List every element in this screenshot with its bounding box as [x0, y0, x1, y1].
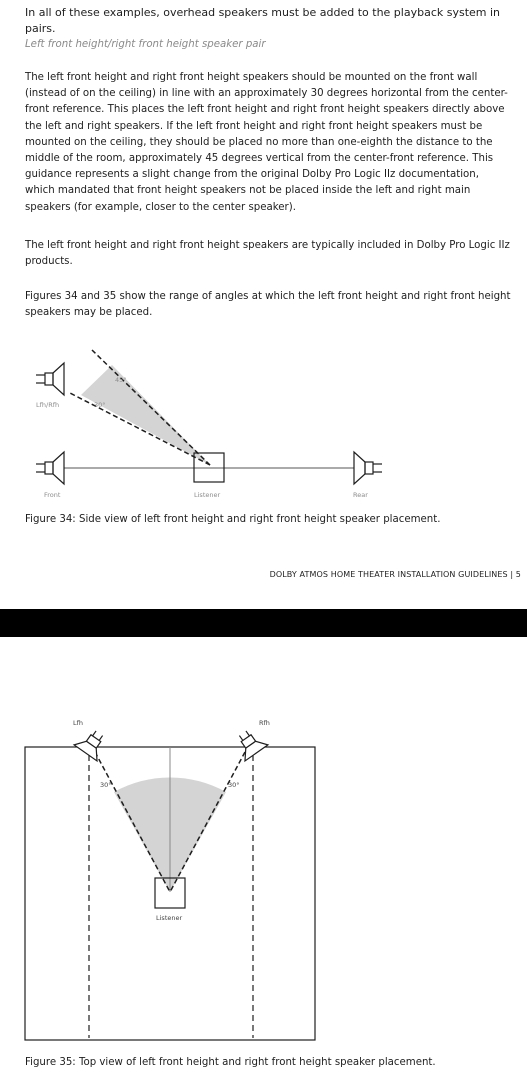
ray-45	[91, 349, 211, 466]
figure-35-diagram: Lfh Rfh 30° 30° Listener	[24, 719, 316, 1041]
page-separator-band	[0, 609, 527, 637]
listener-box	[154, 877, 186, 909]
label-listener: Listener	[156, 914, 182, 922]
figure-34-diagram: 45° 30° Lfh/Rfh Front Listener Rear	[36, 349, 382, 499]
paragraph-products: The left front height and right front he…	[25, 240, 510, 268]
label-lfh: Lfh	[73, 719, 83, 727]
ray-right	[169, 751, 246, 893]
paragraph-figures: Figures 34 and 35 show the range of angl…	[25, 291, 511, 319]
angle-wedge	[81, 365, 210, 465]
label-rear: Rear	[353, 491, 368, 499]
ray-30	[67, 391, 211, 466]
label-30-left: 30°	[100, 781, 112, 789]
speaker-rfh-icon	[238, 730, 270, 763]
speaker-lfh-rfh-icon	[36, 361, 65, 397]
speaker-lfh-icon	[72, 730, 104, 763]
label-45: 45°	[115, 376, 127, 384]
label-speaker-lfh-rfh: Lfh/Rfh	[36, 401, 59, 409]
speaker-front-icon	[36, 450, 65, 486]
label-rfh: Rfh	[259, 719, 270, 727]
paragraph-mounting: The left front height and right front he…	[25, 72, 508, 213]
label-30-right: 30°	[228, 781, 240, 789]
intro-text: In all of these examples, overhead speak…	[25, 6, 501, 35]
figure-35-caption: Figure 35: Top view of left front height…	[25, 1057, 436, 1068]
ray-left	[94, 751, 171, 893]
speaker-rear-icon	[353, 450, 382, 486]
listener-box	[193, 452, 225, 483]
label-listener: Listener	[194, 491, 220, 499]
label-front: Front	[44, 491, 61, 499]
page-footer: DOLBY ATMOS HOME THEATER INSTALLATION GU…	[269, 570, 521, 579]
figure-34-caption: Figure 34: Side view of left front heigh…	[25, 514, 441, 525]
label-30: 30°	[94, 401, 106, 409]
subheading: Left front height/right front height spe…	[25, 39, 266, 50]
